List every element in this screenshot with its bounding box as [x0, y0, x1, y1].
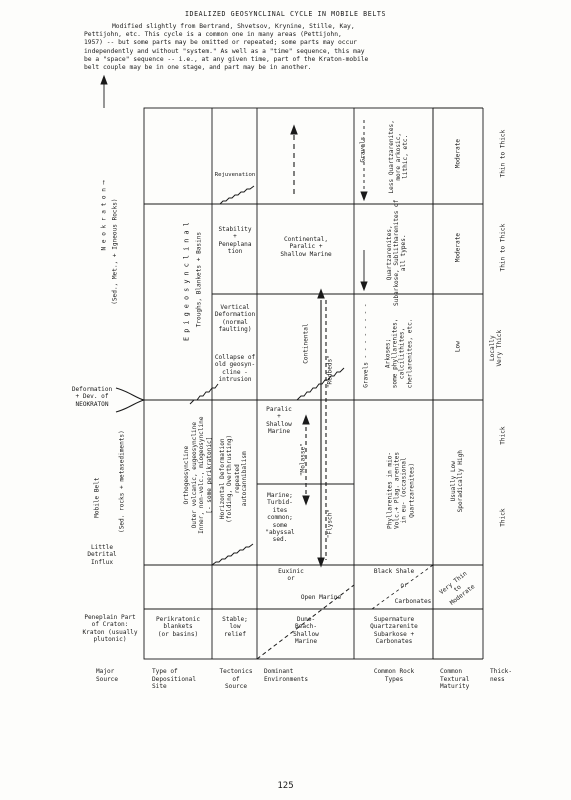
carbonates-label: Carbonates	[394, 598, 432, 605]
black-shale-diagonal	[371, 564, 434, 610]
orthogeosyncline-label: Orthogeosyncline Outer volcanic, eugeosy…	[182, 416, 213, 534]
rock-type-arrows	[360, 120, 368, 292]
quartzarenites-label: Quartzarenites, Subarkose, Sublitharenit…	[386, 199, 408, 307]
flysch-label: "Flysch"	[326, 508, 334, 539]
horizontal-deformation-label: Horizontal Deformation (folding, Overthr…	[219, 434, 249, 523]
rejuvenation-label: Rejuvenation	[214, 172, 256, 178]
deformation-bracket	[115, 399, 145, 413]
footer-textural: Common Textural Maturity	[440, 668, 470, 691]
footer-thickness: Thick- ness	[490, 668, 513, 683]
detrital-influx-label: Little Detrital Influx	[87, 544, 117, 566]
neokraton-subtitle: (Sed., Met., + Igneous Rocks)	[111, 198, 119, 305]
arkoses-label: Arkoses; some phyllarenites, calcilithit…	[384, 318, 414, 389]
mobile-belt-label: Mobile Belt	[93, 477, 101, 518]
stability-label: Stability + Peneplana tion	[218, 226, 252, 256]
stage-boundary-dotted	[144, 203, 433, 566]
epigeosynclinal-label: E p i g e o s y n c l i n a l	[182, 222, 191, 341]
or-label: or	[400, 582, 408, 589]
thickness-top: Thin to Thick	[499, 129, 507, 178]
page-number: 125	[277, 781, 294, 791]
dune-beach-label: Dune- Beach- Shallow Marine	[293, 616, 319, 646]
continental-label: Continental	[302, 323, 310, 364]
maturity-low: Low	[454, 341, 462, 353]
footer-depositional-site: Type of Depositional Site	[152, 668, 197, 691]
environment-arrows	[290, 124, 327, 568]
footer-major-source: Major Source	[96, 668, 119, 683]
stable-label: Stable; low relief	[222, 616, 248, 638]
footer-tectonics: Tectonics of Source	[219, 668, 253, 691]
thickness-mid: Thin to Thick	[499, 223, 507, 272]
open-marine-label: Open Marine	[300, 594, 342, 601]
intro-line: Pettijohn, etc. This cycle is a common o…	[84, 31, 342, 39]
paralic-label: Paralic + Shallow Marine	[266, 406, 292, 436]
kraton-source-label: Peneplain Part of Craton: Kraton (usuall…	[82, 614, 138, 644]
deformation-bracket	[115, 387, 145, 401]
molasse-label: "Molasse"	[299, 443, 307, 477]
deformation-label: Deformation + Dev. of NEOKRATON	[71, 386, 113, 408]
collapse-label: Collapse of old geosyn- cline - intrusio…	[214, 354, 256, 384]
phyllarenites-label: Phyllarenites in mio- Volc.+ Plag. areni…	[386, 451, 416, 529]
black-shale-label: Black Shale	[373, 568, 415, 575]
perikratonic-label: Perikratonic blankets (or basins)	[155, 616, 201, 638]
maturity-usually-low: Usually Low Sporadically High	[449, 450, 464, 513]
intro-line: independently and without "system." As w…	[84, 47, 365, 55]
intro-line: belt couple may be in one stage, and par…	[84, 64, 312, 72]
intro-line: be a "space" sequence -- i.e., at any gi…	[84, 55, 369, 63]
mobile-belt-subtitle: (Sed. rocks + metasediments)	[118, 430, 126, 533]
neokraton-arrow	[100, 74, 108, 108]
thickness-thick-low: Thick	[499, 508, 507, 527]
redbeds-label: "Redbeds"	[326, 355, 334, 389]
maturity-moderate-top: Moderate	[454, 138, 462, 169]
maturity-moderate-mid: Moderate	[454, 232, 462, 263]
neokraton-label: N e o k r a t o n ⟶	[100, 180, 108, 251]
marine-label: Marine; Turbid- ites common; some "abyss…	[265, 492, 295, 544]
facies-dashed-diagonal	[256, 584, 355, 660]
footer-environments: Dominant Environments	[264, 668, 309, 683]
gravels-top-label: Gravels	[359, 136, 367, 163]
gravels-mid-label: Gravels - - - - - - - -	[362, 303, 370, 388]
thickness-thick-mid: Thick	[499, 426, 507, 445]
continental-paralic-label: Continental, Paralic + Shallow Marine	[280, 236, 332, 258]
euxinic-label: Euxinic or	[278, 568, 304, 583]
document-title: IDEALIZED GEOSYNCLINAL CYCLE IN MOBILE B…	[184, 10, 387, 18]
troughs-label: Troughs, Blankets + Basins	[195, 231, 203, 328]
lower-quartz-label: Less Quartzarenites, more arkosic, lithi…	[388, 120, 410, 194]
thickness-locally: Locally Very Thick	[488, 329, 503, 367]
supermature-label: Supermature Quartzarenite Subarkose + Ca…	[370, 616, 418, 646]
vertical-deformation-label: Vertical Deformation (normal faulting)	[214, 304, 256, 334]
intro-line: Modified slightly from Bertrand, Shvetso…	[112, 23, 355, 30]
intro-line: 1957) -- but some parts may be omitted o…	[84, 39, 357, 47]
intro-paragraph: Modified slightly from Bertrand, Shvetso…	[84, 23, 484, 72]
footer-rock-types: Common Rock Types	[373, 668, 415, 683]
